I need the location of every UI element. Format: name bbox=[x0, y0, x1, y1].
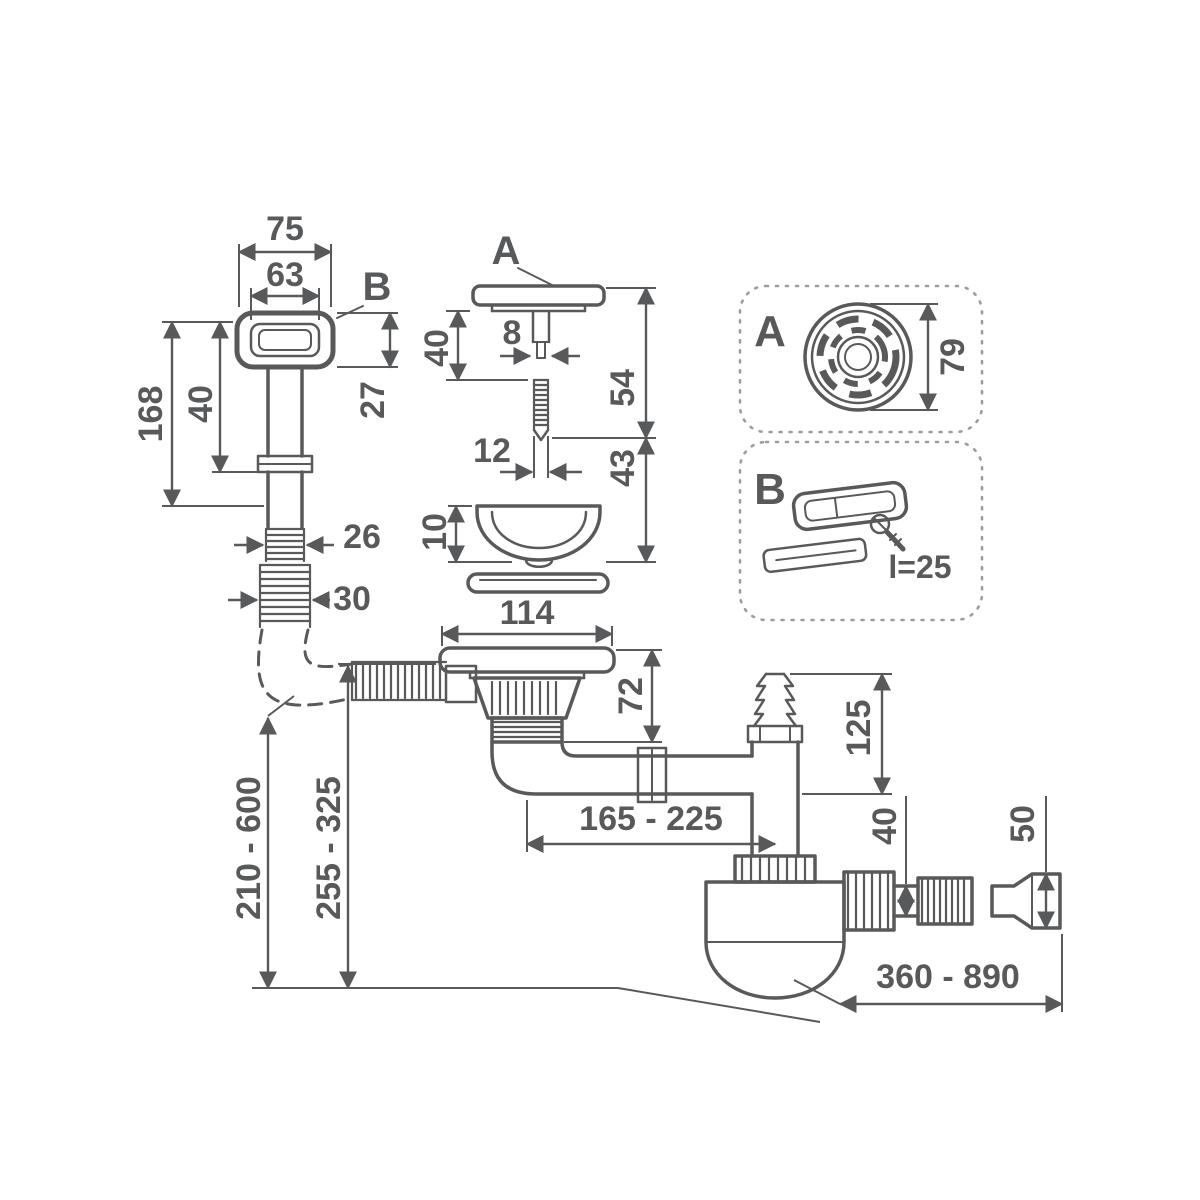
inset-b-label: B bbox=[754, 465, 786, 514]
dim-label-l25: l=25 bbox=[888, 549, 951, 585]
dim-overflow-hose-range: 210 - 600 bbox=[230, 695, 295, 990]
overflow-cap bbox=[234, 310, 336, 370]
dim-label-125: 125 bbox=[840, 700, 878, 757]
dim-overflow-hose-large: 30 bbox=[228, 580, 371, 618]
dim-label-75: 75 bbox=[266, 210, 304, 248]
dim-strainer-diameter: 79 bbox=[870, 302, 972, 412]
callout-b: B bbox=[336, 265, 392, 319]
dim-trap-depth-range: 255 - 325 bbox=[310, 663, 436, 990]
inset-a-label: A bbox=[754, 307, 786, 356]
dim-overflow-tube-length: 168 bbox=[132, 320, 264, 508]
flange-screw bbox=[532, 378, 550, 442]
dim-label-27: 27 bbox=[354, 381, 392, 419]
dim-overflow-cap-height: 27 bbox=[337, 311, 399, 419]
dim-label-114: 114 bbox=[500, 594, 555, 632]
dim-inlet-height: 125 bbox=[790, 672, 892, 796]
dim-label-30: 30 bbox=[333, 580, 371, 618]
dim-outlet-length-range: 360 - 890 bbox=[793, 934, 1064, 1013]
dim-label-360-890: 360 - 890 bbox=[876, 958, 1020, 996]
dim-label-12: 12 bbox=[473, 432, 511, 470]
overflow-cover-part bbox=[791, 480, 909, 532]
dim-label-63: 63 bbox=[266, 256, 304, 294]
dim-overflow-hose-small: 26 bbox=[234, 518, 381, 556]
overflow-cover-gasket bbox=[762, 537, 868, 574]
overflow-hose-corrugated bbox=[258, 563, 312, 629]
drain-stopper bbox=[471, 284, 606, 359]
callout-a: A bbox=[492, 229, 555, 287]
dim-label-165-225: 165 - 225 bbox=[579, 800, 723, 838]
dishwasher-barb bbox=[746, 672, 804, 744]
outlet-nut bbox=[842, 870, 896, 932]
dim-flange-heights: 54 43 bbox=[552, 286, 656, 564]
dim-body-height: 72 bbox=[564, 648, 662, 744]
dim-label-26: 26 bbox=[343, 518, 381, 556]
trap-bottle bbox=[704, 880, 846, 1000]
dim-label-10: 10 bbox=[416, 513, 454, 551]
dim-offset-range: 165 - 225 bbox=[525, 800, 777, 853]
dim-label-79: 79 bbox=[934, 338, 972, 376]
dim-outlet-large: 50 bbox=[1004, 796, 1055, 930]
dim-stopper-pin: 8 bbox=[500, 314, 580, 365]
union-nut bbox=[636, 746, 668, 804]
dim-overflow-inner-width: 63 bbox=[249, 256, 321, 320]
dim-label-8: 8 bbox=[503, 314, 522, 352]
dim-overflow-upper-length: 40 bbox=[182, 320, 258, 474]
cover-screw bbox=[869, 513, 906, 552]
strainer-body bbox=[472, 676, 582, 720]
dim-label-50: 50 bbox=[1004, 805, 1042, 843]
flange-gasket bbox=[466, 572, 610, 594]
dim-label-43: 43 bbox=[604, 449, 642, 487]
body-collar bbox=[490, 716, 564, 744]
dim-label-255-325: 255 - 325 bbox=[310, 776, 348, 920]
callout-a-label: A bbox=[492, 229, 521, 273]
dim-overflow-outer-width: 75 bbox=[237, 210, 333, 307]
dim-label-72: 72 bbox=[612, 677, 650, 715]
dim-basket-height: 10 bbox=[416, 504, 512, 564]
inset-a: A 79 bbox=[738, 284, 984, 434]
dim-outlet-small: 40 bbox=[866, 796, 915, 918]
strainer-basket bbox=[475, 504, 602, 568]
elbow-pipe bbox=[490, 740, 754, 796]
baseline-reference bbox=[252, 987, 821, 1023]
dim-label-210-600: 210 - 600 bbox=[230, 776, 268, 920]
outlet-reducer bbox=[990, 872, 1062, 930]
dim-label-40-outlet: 40 bbox=[866, 807, 904, 845]
dim-label-40-flange: 40 bbox=[418, 329, 456, 367]
dim-label-40-overflow: 40 bbox=[182, 385, 220, 423]
dim-screw-diameter: 12 bbox=[473, 432, 582, 481]
callout-b-label: B bbox=[363, 265, 392, 309]
inset-b: B l=25 bbox=[738, 440, 984, 622]
overflow-tube bbox=[256, 365, 314, 529]
dim-flange-diameter: 114 bbox=[440, 594, 614, 646]
dim-label-168: 168 bbox=[132, 386, 170, 443]
dim-label-54: 54 bbox=[604, 369, 642, 407]
overflow-hose-fine-ribs bbox=[264, 527, 306, 563]
strainer-top-view bbox=[803, 302, 913, 412]
dim-flange-depth: 40 bbox=[418, 309, 528, 382]
outlet-adapter bbox=[916, 876, 974, 926]
